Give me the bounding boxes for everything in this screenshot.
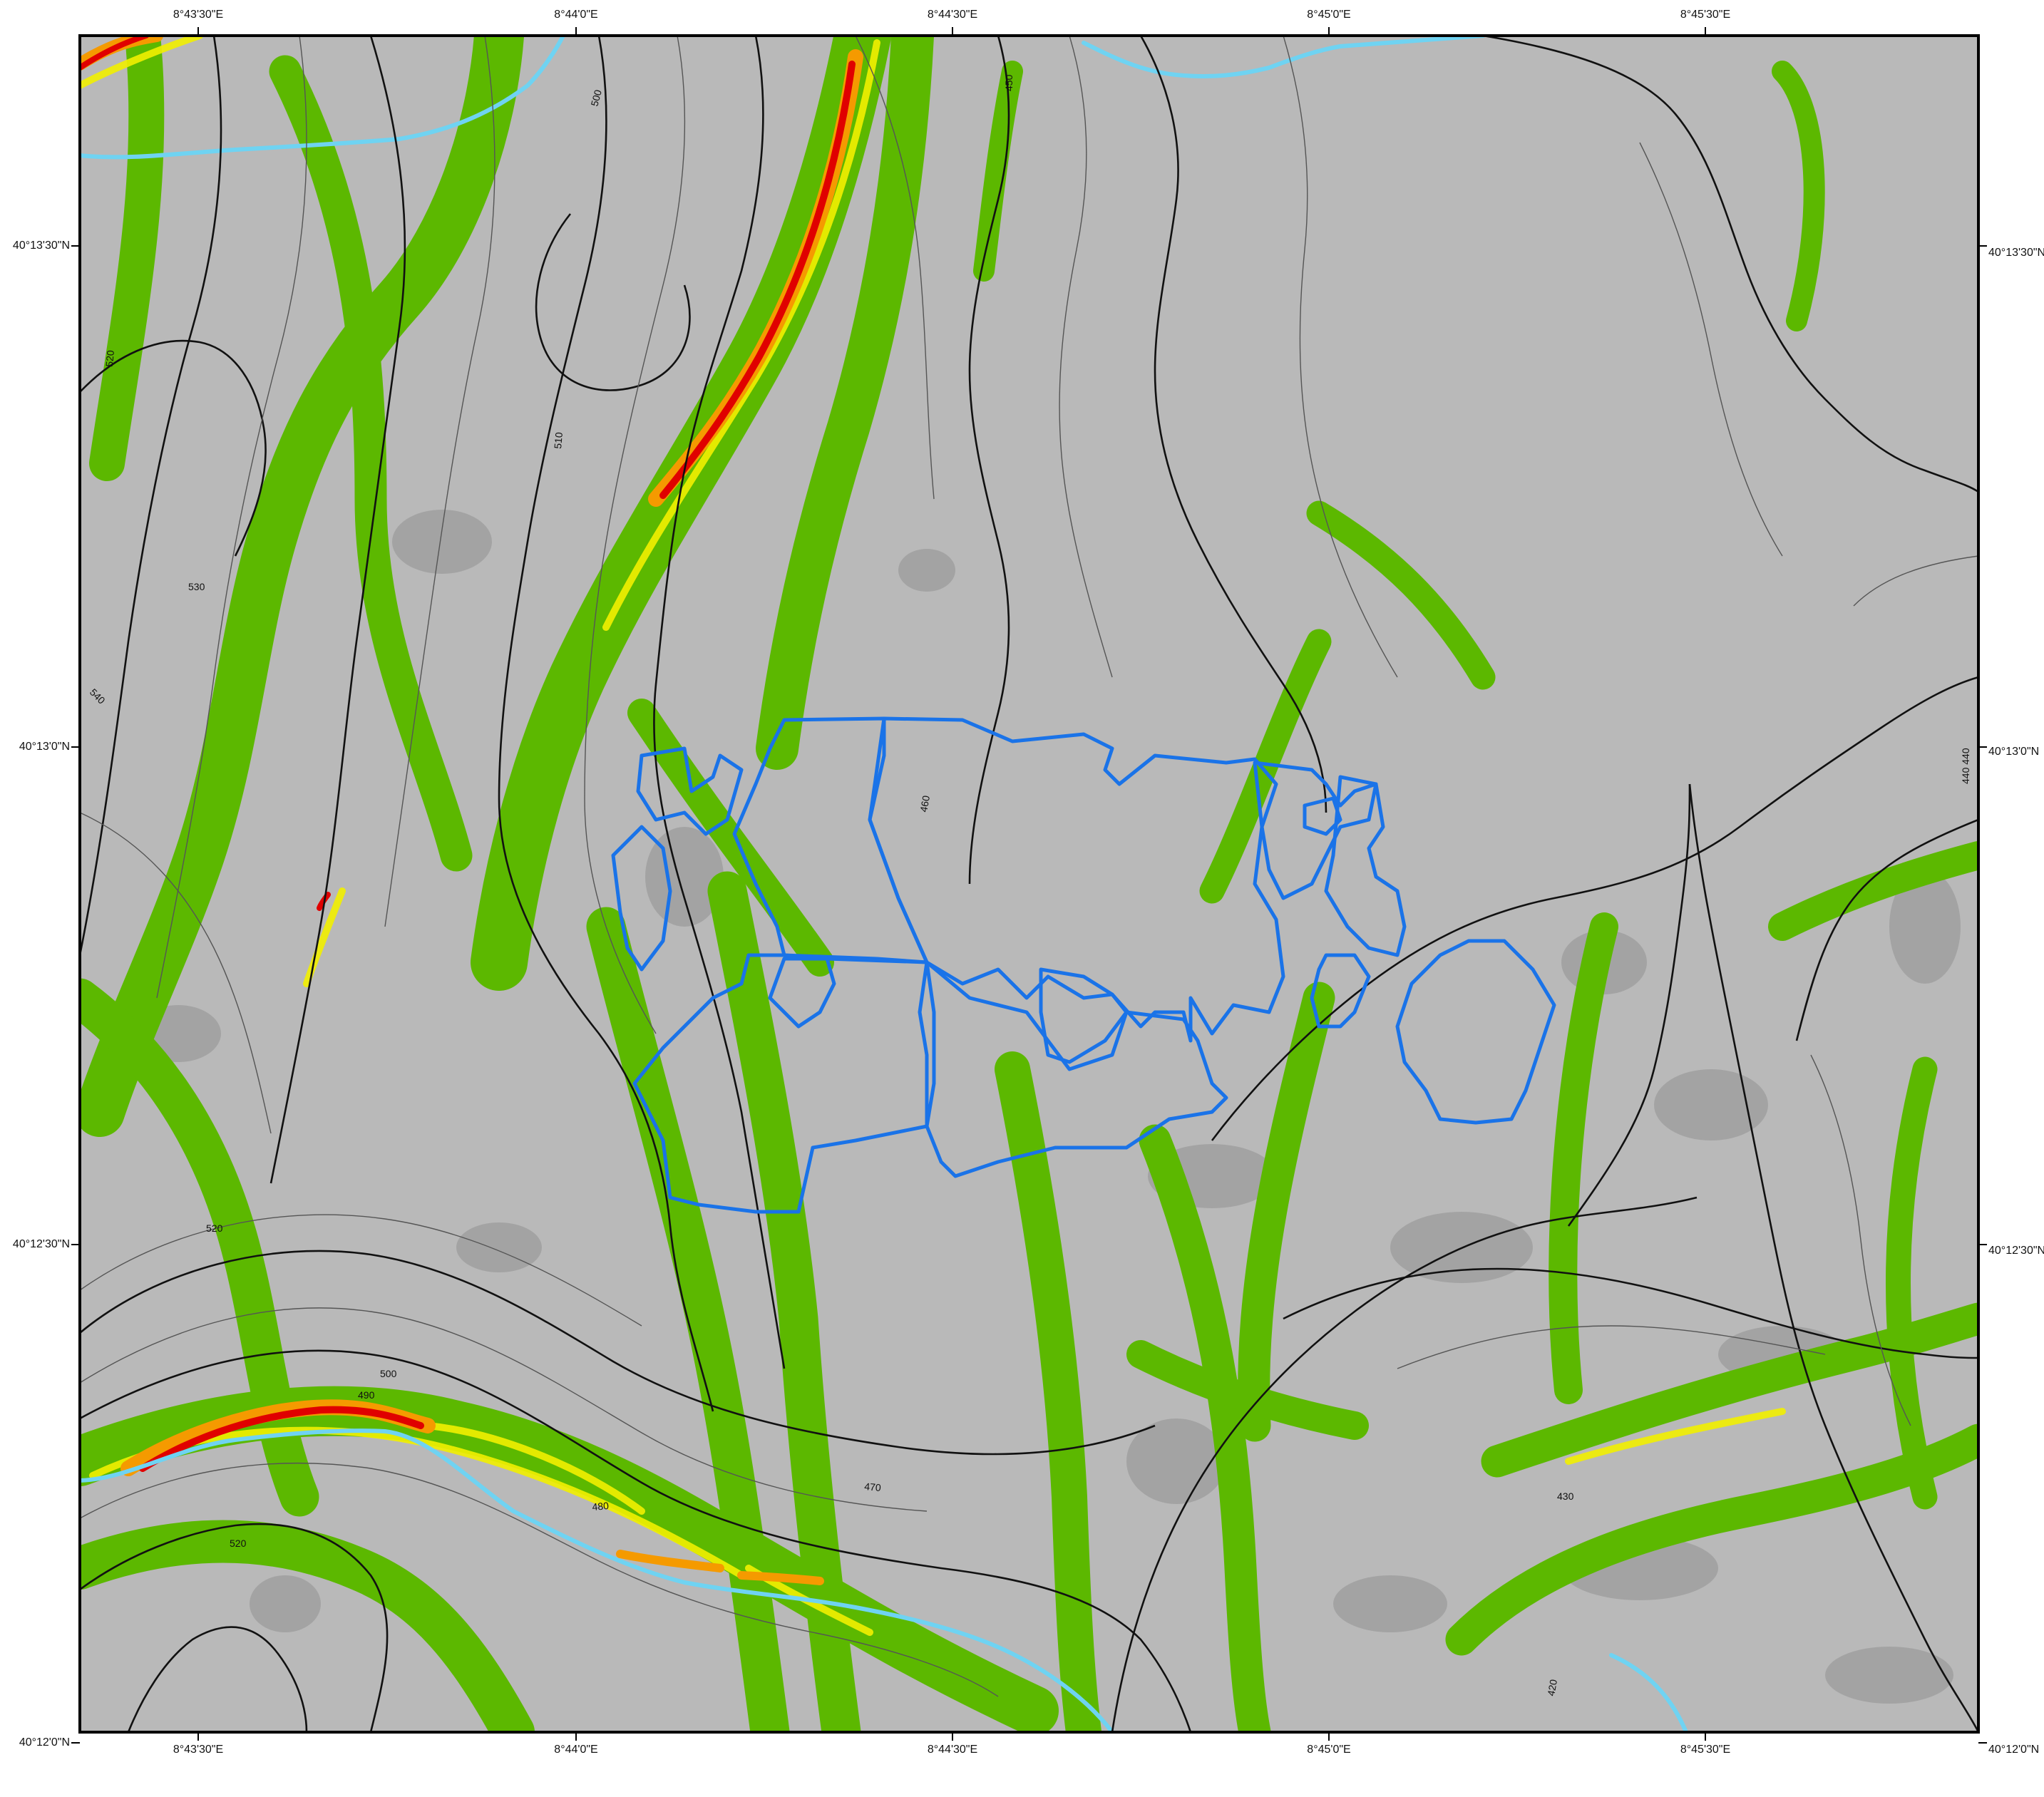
contour-lines-major bbox=[80, 36, 1978, 1732]
river-north-east bbox=[1082, 36, 1485, 78]
latitude-label-right: 40°13'30"N bbox=[1988, 247, 2044, 259]
river-south-east bbox=[1609, 1653, 1688, 1732]
slope-green-bands bbox=[80, 36, 1978, 1732]
graticule-ticks bbox=[71, 27, 1987, 1744]
parcel-east-north bbox=[1253, 761, 1378, 900]
parcel-south bbox=[918, 960, 1228, 1178]
parcel-centre-inner bbox=[1039, 967, 1129, 1064]
longitude-label-top: 8°45'0"E bbox=[1307, 9, 1351, 21]
longitude-label-bottom: 8°45'0"E bbox=[1307, 1744, 1351, 1756]
contour-label: 490 bbox=[358, 1389, 375, 1401]
contour-label: 430 bbox=[1557, 1490, 1574, 1502]
longitude-label-bottom: 8°43'30"E bbox=[173, 1744, 224, 1756]
parcel-east-north-inner bbox=[1303, 796, 1342, 836]
parcel-west-edge bbox=[611, 825, 672, 972]
latitude-label-left: 40°13'0"N bbox=[19, 741, 70, 753]
map-frame bbox=[78, 34, 1980, 1734]
contour-label: 470 bbox=[864, 1481, 882, 1493]
latitude-label-right: 40°13'0"N bbox=[1988, 746, 2040, 758]
latitude-label-right: 40°12'0"N bbox=[1988, 1744, 2040, 1756]
longitude-label-top: 8°44'0"E bbox=[554, 9, 598, 21]
longitude-label-bottom: 8°44'0"E bbox=[554, 1744, 598, 1756]
parcel-east-south bbox=[1310, 953, 1371, 1029]
contour-labels: 500 510 520 530 540 450 460 440 440 520 … bbox=[88, 74, 1971, 1696]
latitude-label-right: 40°12'30"N bbox=[1988, 1245, 2044, 1257]
contour-label: 520 bbox=[103, 349, 116, 367]
contour-label: 450 bbox=[1003, 74, 1015, 91]
river-north-west bbox=[80, 36, 565, 160]
parcel-north-west bbox=[636, 746, 744, 836]
contour-label: 520 bbox=[230, 1538, 247, 1549]
parcel-south-west bbox=[632, 953, 936, 1214]
contour-lines-minor bbox=[80, 36, 1978, 1697]
contour-label: 500 bbox=[588, 88, 604, 108]
contour-label: 510 bbox=[552, 431, 565, 449]
latitude-label-left: 40°12'0"N bbox=[19, 1736, 70, 1749]
contour-label: 480 bbox=[592, 1500, 610, 1513]
parcel-south-west-inner bbox=[768, 957, 836, 1029]
parcel-west bbox=[732, 716, 929, 964]
parcel-far-east bbox=[1395, 939, 1556, 1125]
contour-label: 530 bbox=[188, 581, 205, 592]
parcel-centre bbox=[868, 716, 1285, 1043]
contour-label: 520 bbox=[206, 1222, 223, 1234]
latitude-label-left: 40°12'30"N bbox=[12, 1238, 70, 1250]
longitude-label-top: 8°45'30"E bbox=[1680, 9, 1731, 21]
longitude-label-top: 8°44'30"E bbox=[927, 9, 978, 21]
latitude-label-left: 40°13'30"N bbox=[12, 240, 70, 252]
parcel-east-centre bbox=[1324, 775, 1407, 957]
study-area-boundaries bbox=[611, 716, 1556, 1214]
contour-label: 460 bbox=[918, 795, 932, 813]
longitude-label-bottom: 8°45'30"E bbox=[1680, 1744, 1731, 1756]
contour-label: 440 440 bbox=[1960, 748, 1971, 784]
longitude-label-top: 8°43'30"E bbox=[173, 9, 224, 21]
contour-label: 500 bbox=[380, 1368, 397, 1379]
longitude-label-bottom: 8°44'30"E bbox=[927, 1744, 978, 1756]
slope-red-bands bbox=[80, 36, 863, 1585]
contour-label: 420 bbox=[1545, 1679, 1559, 1697]
rivers bbox=[80, 36, 1688, 1732]
river-south-west bbox=[80, 1428, 1114, 1732]
